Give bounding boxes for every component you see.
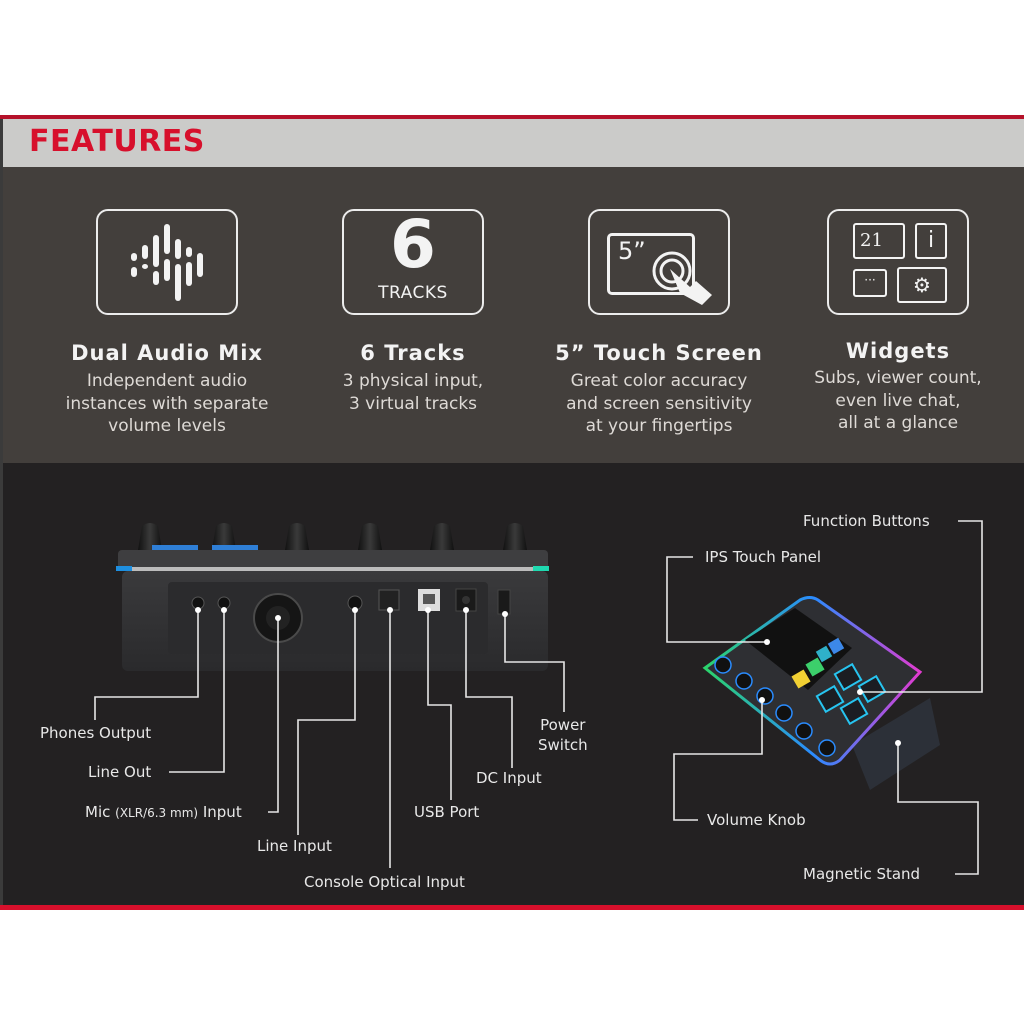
- features-header: FEATURES: [0, 119, 1024, 167]
- label-mic-input: Mic (XLR/6.3 mm) Input: [85, 803, 242, 821]
- label-phones-output: Phones Output: [40, 724, 152, 742]
- label-ips-touch-panel: IPS Touch Panel: [705, 548, 822, 566]
- leader-mic-input: [268, 618, 279, 813]
- feature-description: Independent audio instances with separat…: [65, 371, 269, 436]
- label-line-input: Line Input: [257, 837, 332, 855]
- pointing-hand-icon: [652, 251, 712, 305]
- six-tracks-number: 6: [390, 206, 436, 283]
- label-usb-port: USB Port: [414, 803, 480, 821]
- label-magnetic-stand: Magnetic Stand: [803, 865, 921, 883]
- leader-power-switch: [504, 614, 565, 712]
- screen-size-text: 5”: [618, 237, 646, 265]
- feature-description: 3 physical input, 3 virtual tracks: [342, 371, 484, 414]
- feature-title: 5” Touch Screen: [555, 341, 763, 365]
- waveform-icon: [96, 209, 238, 315]
- leader-usb-port: [427, 610, 452, 800]
- bottom-accent-line: [0, 905, 1024, 910]
- label-function-buttons: Function Buttons: [803, 512, 930, 530]
- info-widget: i: [915, 223, 947, 259]
- counter-widget: 21: [853, 223, 905, 259]
- feature-description: Great color accuracy and screen sensitiv…: [566, 371, 752, 436]
- leader-volume-knob: [673, 700, 763, 821]
- label-console-optical-input: Console Optical Input: [304, 873, 465, 891]
- label-line-out: Line Out: [88, 763, 152, 781]
- six-tracks-caption: TRACKS: [378, 283, 448, 303]
- leader-ips-touch-panel: [666, 556, 767, 643]
- leader-line-out: [169, 610, 225, 773]
- rear-knobs: [138, 523, 527, 550]
- leader-phones-output: [94, 610, 199, 720]
- touch-screen-icon: 5”: [588, 209, 730, 315]
- widgets-icon: 21 i ··· ⚙: [827, 209, 969, 315]
- feature-description: Subs, viewer count, even live chat, all …: [814, 368, 982, 433]
- leader-function-buttons: [860, 520, 983, 693]
- label-volume-knob: Volume Knob: [707, 811, 806, 829]
- page-title: FEATURES: [29, 124, 205, 159]
- feature-title: 6 Tracks: [360, 341, 466, 365]
- settings-widget: ⚙: [897, 267, 947, 303]
- leader-dc-input: [465, 610, 513, 768]
- features-section: Dual Audio Mix Independent audio instanc…: [0, 167, 1024, 463]
- six-tracks-icon: 6 TRACKS: [342, 206, 484, 315]
- leader-magnetic-stand: [897, 743, 979, 875]
- label-dc-input: DC Input: [476, 769, 542, 787]
- chat-widget: ···: [853, 269, 887, 297]
- feature-title: Dual Audio Mix: [71, 341, 263, 365]
- top-accent-line: [0, 115, 1024, 119]
- leader-line-input: [297, 610, 356, 835]
- feature-title: Widgets: [845, 339, 951, 363]
